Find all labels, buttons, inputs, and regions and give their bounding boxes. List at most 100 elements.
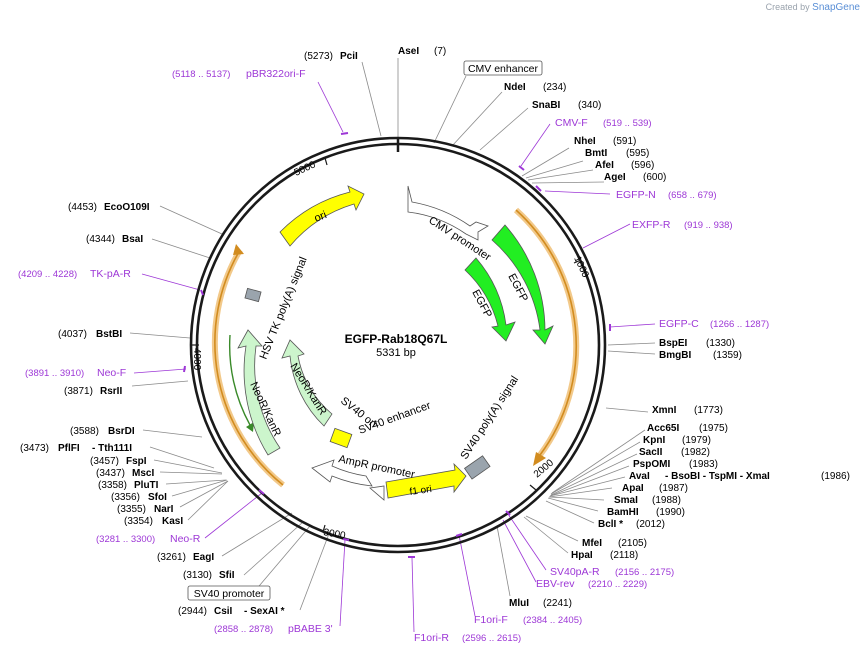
- site-name-avai: AvaI: [629, 471, 650, 482]
- site-pos-ecoo109i: (4453): [68, 202, 97, 213]
- primer-ticks: [183, 132, 611, 558]
- site-name-bcli: BclI *: [598, 519, 623, 530]
- site-name-bmgbi: BmgBI: [659, 350, 691, 361]
- site-name-ecoo109i: EcoO109I: [104, 202, 150, 213]
- site-name-afei: AfeI: [595, 160, 614, 171]
- site-name-kasi: KasI: [162, 516, 183, 527]
- site-name-pflfi: PflFI: [58, 443, 80, 454]
- feature-f1-ori: [385, 462, 467, 499]
- tick-label-5000: 5000: [293, 159, 318, 179]
- site-rest-pflfi: - Tth111I: [92, 443, 132, 454]
- site-pos-bamhi: (1990): [656, 507, 685, 518]
- tick-label-4000: 4000: [191, 348, 202, 371]
- site-name-bstbi: BstBI: [96, 329, 122, 340]
- site-name-pspomi: PspOMI: [633, 459, 670, 470]
- leader-lines: [129, 58, 656, 611]
- site-name-bamhi: BamHI: [607, 507, 639, 518]
- site-name-eagi: EagI: [193, 552, 214, 563]
- snapgene-credit: Created by SnapGene: [766, 2, 860, 13]
- primer-range-neof: (3891 .. 3910): [25, 368, 84, 379]
- feature-ampr-promoter: [311, 459, 373, 487]
- site-pos-nari: (3355): [117, 504, 146, 515]
- site-pos-msci: (3437): [96, 468, 125, 479]
- primer-name-f1orir: F1ori-R: [414, 632, 449, 644]
- primer-range-sv40par: (2156 .. 2175): [615, 567, 674, 578]
- site-rest-avai: - BsoBI - TspMI - XmaI: [665, 471, 770, 482]
- site-name-msci: MscI: [132, 468, 154, 479]
- site-name-fspi: FspI: [126, 456, 147, 467]
- primer-range-ebvrev: (2210 .. 2229): [588, 579, 647, 590]
- site-pos-acc65i: (1975): [699, 423, 728, 434]
- feature-cmv-promoter: [407, 185, 489, 241]
- site-name-pluti: PluTI: [134, 480, 159, 491]
- primer-range-egfpc: (1266 .. 1287): [710, 319, 769, 330]
- site-pos-bcli: (2012): [636, 519, 665, 530]
- primer-range-tkpar: (4209 .. 4228): [18, 269, 77, 280]
- site-name-ndei: NdeI: [504, 82, 526, 93]
- site-pos-afei: (596): [631, 160, 654, 171]
- site-pos-pcii: (5273): [304, 51, 333, 62]
- site-pos-mfei: (2105): [618, 538, 647, 549]
- site-name-apai: ApaI: [622, 483, 644, 494]
- site-name-nhei: NheI: [574, 136, 596, 147]
- site-name-smai: SmaI: [614, 495, 638, 506]
- site-name-bsrdi: BsrDI: [108, 426, 135, 437]
- orf-neo-inner: [228, 334, 251, 426]
- site-name-hpai: HpaI: [571, 550, 593, 561]
- site-pos-xmni: (1773): [694, 405, 723, 416]
- primer-range-f1orir: (2596 .. 2615): [462, 633, 521, 644]
- site-pos-eagi: (3261): [157, 552, 186, 563]
- primer-name-f1orif: F1ori-F: [474, 614, 508, 626]
- boxed-sv40-promoter: SV40 promoter: [194, 588, 265, 600]
- primer-name-egfpn: EGFP-N: [616, 189, 656, 201]
- site-name-nari: NarI: [154, 504, 174, 515]
- site-pos-kpni: (1979): [682, 435, 711, 446]
- site-pos-avai: (1986): [821, 471, 850, 482]
- primer-range-cmvf: (519 .. 539): [603, 118, 652, 129]
- site-labels: AseI (7) (5273) PciI NdeI (234) SnaBI (3…: [20, 46, 850, 617]
- site-name-asei: AseI: [398, 46, 419, 57]
- site-pos-sfoi: (3356): [111, 492, 140, 503]
- site-pos-pflfi: (3473): [20, 443, 49, 454]
- primer-name-neor: Neo-R: [170, 533, 201, 545]
- feature-label-f1-ori: f1 ori: [409, 484, 433, 498]
- primer-name-exfpr: EXFP-R: [632, 219, 671, 231]
- primer-labels: (5118 .. 5137) pBR322ori-F CMV-F (519 ..…: [18, 68, 769, 644]
- site-pos-kasi: (3354): [124, 516, 153, 527]
- feature-label-sv40-polya: SV40 poly(A) signal: [458, 374, 521, 462]
- feature-label-ori: ori: [313, 209, 329, 225]
- site-name-sfoi: SfoI: [148, 492, 167, 503]
- site-pos-apai: (1987): [659, 483, 688, 494]
- site-rest-csii: - SexAI *: [244, 606, 285, 617]
- site-name-kpni: KpnI: [643, 435, 665, 446]
- site-name-bmti: BmtI: [585, 148, 607, 159]
- site-pos-pspomi: (1983): [689, 459, 718, 470]
- primer-name-pbr322: pBR322ori-F: [246, 68, 306, 80]
- features: [237, 185, 554, 501]
- site-pos-bsai: (4344): [86, 234, 115, 245]
- feature-label-neor-inner: NeoR/KanR: [287, 361, 328, 417]
- feature-label-hsv-tk-polya: HSV TK poly(A) signal: [258, 255, 310, 361]
- primer-name-egfpc: EGFP-C: [659, 318, 699, 330]
- site-name-mlui: MluI: [509, 598, 529, 609]
- orf-egfp-head: [533, 452, 546, 466]
- credit-prefix: Created by: [765, 2, 810, 12]
- feature-sv40-polya: [463, 455, 491, 480]
- primer-name-tkpar: TK-pA-R: [90, 268, 131, 280]
- orf-arcs: [211, 207, 580, 488]
- primer-range-pbr322: (5118 .. 5137): [172, 69, 230, 80]
- site-pos-mlui: (2241): [543, 598, 572, 609]
- boxed-cmv-enhancer: CMV enhancer: [468, 63, 539, 75]
- tick-label-3000: 3000: [322, 527, 346, 542]
- feature-small-arrow: [369, 485, 385, 501]
- primer-range-exfpr: (919 .. 938): [684, 220, 733, 231]
- site-name-snabi: SnaBI: [532, 100, 561, 111]
- feature-neor-inner: [281, 339, 333, 427]
- primer-name-sv40par: SV40pA-R: [550, 566, 600, 578]
- site-pos-nhei: (591): [613, 136, 636, 147]
- plasmid-name: EGFP-Rab18Q67L: [345, 332, 448, 346]
- site-pos-bsrdi: (3588): [70, 426, 99, 437]
- site-name-mfei: MfeI: [582, 538, 602, 549]
- site-pos-pluti: (3358): [98, 480, 127, 491]
